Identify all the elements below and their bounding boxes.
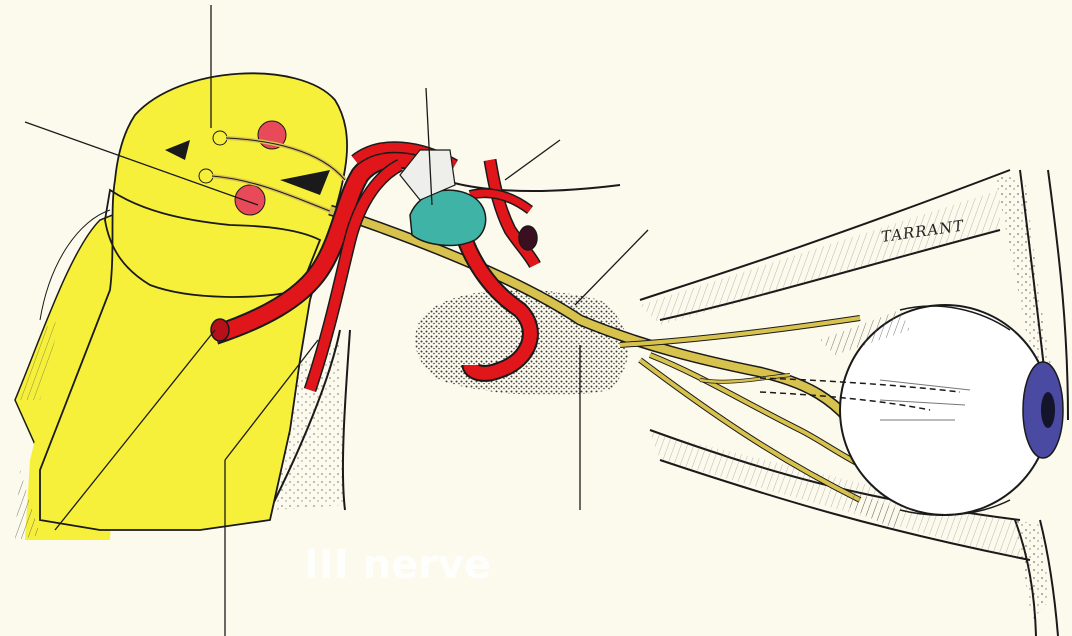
leader-line-4 (505, 140, 560, 180)
leader-line-5 (575, 230, 648, 305)
figure-label: III nerve (304, 542, 491, 588)
